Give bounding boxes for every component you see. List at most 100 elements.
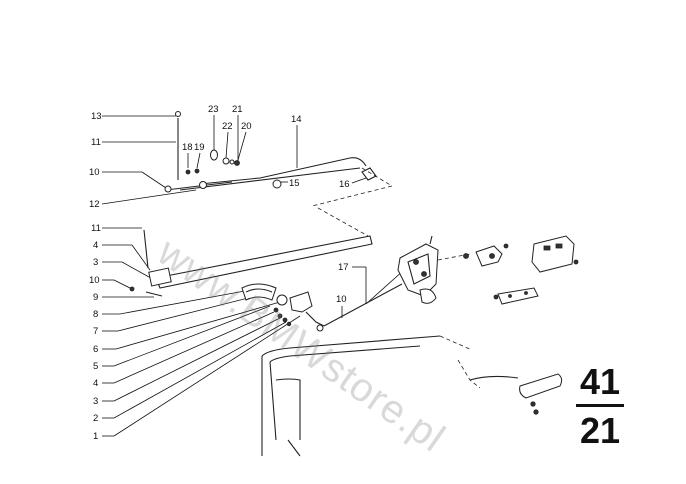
callout-4-bot: 4	[93, 378, 98, 389]
nut-21	[234, 160, 240, 166]
callout-10-mid: 10	[89, 275, 100, 286]
door-top-continuation	[439, 335, 473, 351]
leader-12	[101, 189, 197, 205]
door-lock-body	[397, 243, 439, 297]
callout-10-bot: 10	[336, 294, 347, 305]
release-rod-10	[323, 283, 403, 327]
callout-labels: 13 11 10 12 11 4 3 10 9 8 7 6 5 4 3 2 1 …	[89, 104, 350, 442]
callout-8: 8	[93, 309, 98, 320]
screw-5	[273, 307, 279, 313]
door-bottom-corner	[287, 439, 301, 457]
callout-13: 13	[91, 111, 102, 122]
leader-5-b	[113, 305, 271, 367]
leader-4-bot-b	[113, 311, 275, 384]
release-rod-link	[305, 311, 325, 327]
bowden-cable	[199, 157, 367, 185]
rod-route-dashed	[317, 207, 369, 237]
leader-4-top-b	[131, 244, 151, 271]
callout-7: 7	[93, 326, 98, 337]
cable-clip-15	[272, 179, 282, 189]
washer-4	[277, 313, 283, 319]
leader-1-b	[113, 315, 301, 437]
leader-17-c	[365, 269, 405, 305]
outer-door-handle	[519, 373, 563, 399]
nut-3	[282, 317, 288, 323]
leader-lines	[101, 115, 405, 437]
rod-11-mid	[143, 229, 149, 269]
escutcheon-6	[276, 294, 288, 306]
callout-2: 2	[93, 413, 98, 424]
clip-10-mid	[129, 286, 135, 292]
handle-rod-assembly	[129, 229, 373, 297]
leader-10-top-b	[141, 171, 167, 189]
mount-screw	[489, 253, 495, 259]
screw-small	[503, 243, 509, 249]
group-number-sub: 21	[579, 410, 621, 451]
screw-23	[210, 149, 218, 161]
callout-15: 15	[289, 178, 300, 189]
door-rear-sill	[469, 375, 519, 381]
clip-18	[185, 169, 191, 175]
screw-axis-upper	[437, 253, 471, 261]
leader-16	[351, 177, 367, 184]
clip-2	[286, 321, 292, 327]
callout-12: 12	[89, 199, 100, 210]
striker-plate	[497, 287, 539, 305]
cable-lower-strand	[179, 167, 361, 191]
spacer-20	[229, 159, 235, 165]
leader-19	[196, 152, 201, 169]
leader-22	[225, 131, 229, 159]
handle-screw-1	[530, 401, 536, 407]
clip-19	[194, 168, 200, 174]
linkage-rod-short	[165, 181, 233, 191]
housing-screw	[573, 259, 579, 265]
upper-linkage	[164, 111, 394, 237]
striker-screw	[493, 294, 499, 300]
callout-6: 6	[93, 344, 98, 355]
group-number: 41 21	[576, 364, 624, 449]
housing-slot-2	[555, 243, 563, 249]
lock-rivet-1	[413, 259, 419, 265]
housing-slot-1	[543, 245, 551, 251]
callout-19: 19	[194, 142, 205, 153]
door-lock-mechanism	[397, 235, 579, 415]
handle-recess-detail	[245, 288, 273, 293]
window-frame-pillar	[275, 378, 301, 440]
cable-end-16	[361, 167, 377, 181]
door-top-edge	[261, 335, 441, 357]
leader-2-b	[113, 321, 287, 419]
cable-route-dashed	[311, 167, 394, 207]
callout-20: 20	[241, 121, 252, 132]
group-number-main: 41	[576, 364, 624, 407]
handle-recess-8	[241, 283, 277, 301]
door-top-edge-inner	[269, 345, 421, 363]
leader-7-b	[117, 295, 257, 332]
callout-14: 14	[291, 114, 302, 125]
lock-screw	[463, 253, 469, 259]
leader-8-b	[119, 289, 251, 315]
callout-23: 23	[208, 104, 219, 115]
callout-3-bot: 3	[93, 396, 98, 407]
callout-3-top: 3	[93, 257, 98, 268]
leader-10-mid-b	[113, 279, 133, 290]
rod-end-10	[316, 324, 324, 332]
rod-hatch-1	[299, 247, 307, 251]
callout-5: 5	[93, 361, 98, 372]
striker-hole-2	[524, 291, 528, 295]
callout-16: 16	[339, 179, 350, 190]
door-front-edge-inner	[269, 361, 277, 441]
lock-lever-top	[429, 235, 433, 245]
door-frame-outline	[261, 335, 519, 457]
door-rear-continuation	[457, 359, 481, 389]
striker-hole-1	[508, 294, 512, 298]
leader-3-bot-b	[113, 317, 281, 402]
handle-lever-1	[289, 291, 313, 313]
inner-handle-assembly	[241, 283, 403, 332]
callout-17: 17	[338, 262, 349, 273]
handle-lever-9	[145, 291, 163, 297]
callout-9: 9	[93, 292, 98, 303]
handle-bracket	[148, 267, 172, 287]
callout-21: 21	[232, 104, 243, 115]
lock-housing-block	[531, 235, 575, 273]
